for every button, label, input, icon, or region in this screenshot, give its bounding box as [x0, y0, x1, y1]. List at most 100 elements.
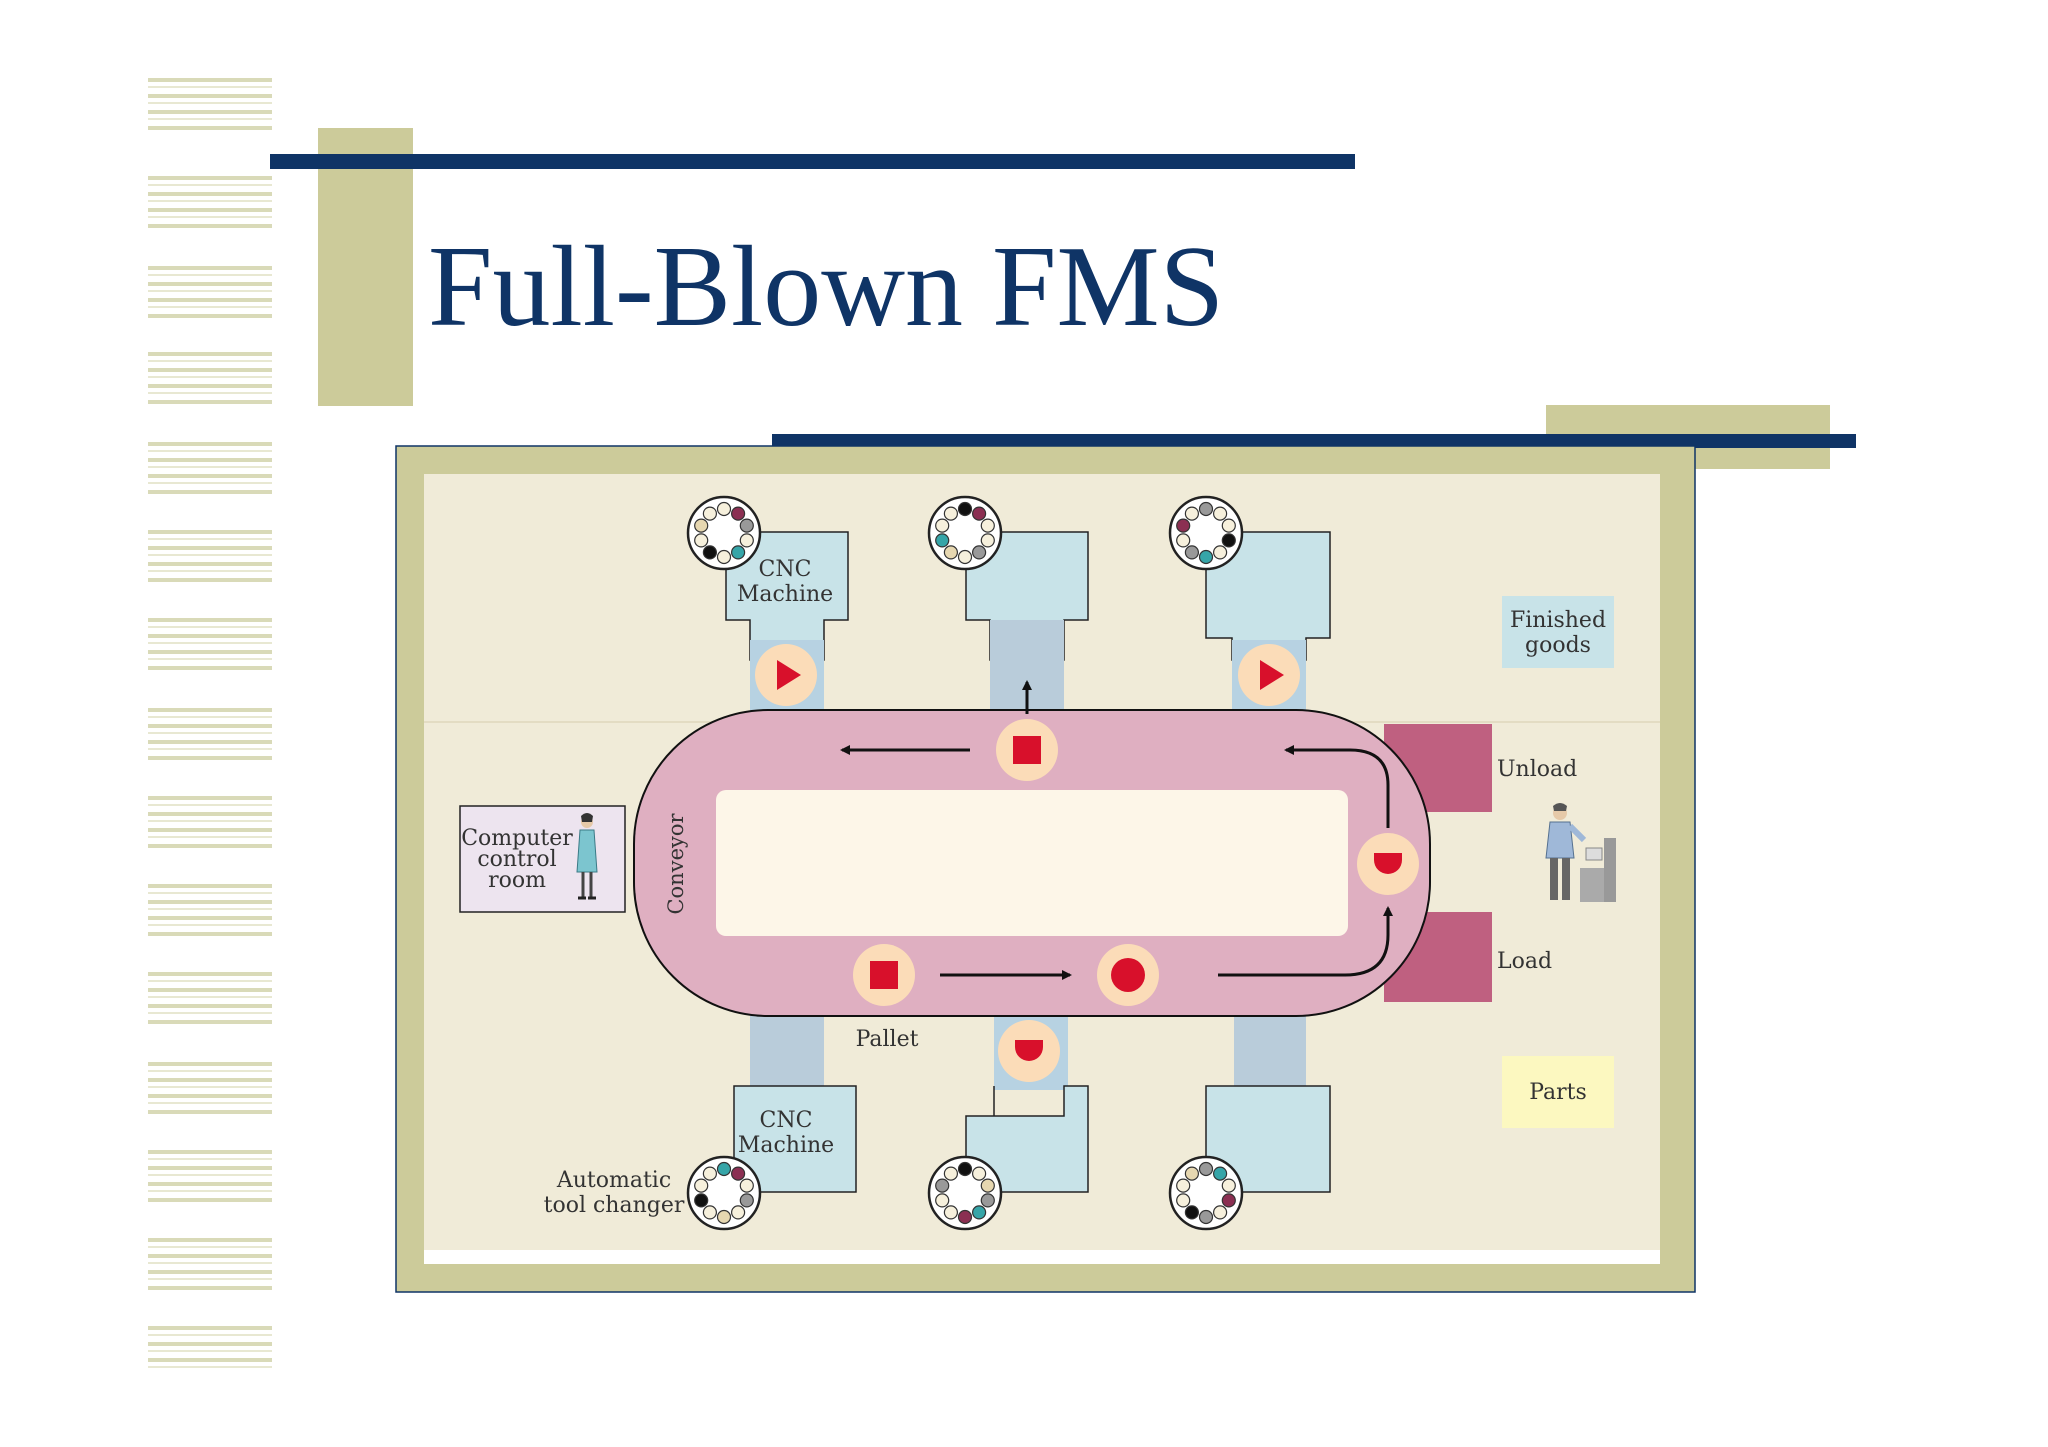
stripe: [148, 626, 272, 628]
stripe: [148, 102, 272, 104]
tool-slot: [980, 533, 995, 548]
tool-slot: [957, 1209, 973, 1225]
cnc-label-line2: Machine: [737, 582, 833, 607]
tool-slot: [935, 1193, 950, 1208]
stripe: [148, 1358, 272, 1362]
stripe: [148, 740, 272, 744]
stripe: [148, 650, 272, 654]
tool-slot: [702, 545, 718, 560]
tool-slot: [730, 1166, 746, 1181]
stripe: [148, 110, 272, 114]
stripe: [148, 908, 272, 910]
stripe: [148, 900, 272, 904]
tool-slot: [739, 1193, 754, 1208]
tool-slot: [1212, 1166, 1228, 1181]
tool-slot: [1221, 1193, 1236, 1208]
tool-slot: [1184, 545, 1200, 560]
tool-slot: [694, 518, 709, 533]
stripe: [148, 756, 272, 760]
stripe: [148, 1350, 272, 1352]
stripe: [148, 126, 272, 130]
tool-slot: [1176, 1178, 1191, 1193]
stripe: [148, 352, 272, 356]
tool-slot: [702, 1205, 718, 1220]
stripe: [148, 554, 272, 556]
stripe: [148, 376, 272, 378]
unload-label: Unload: [1497, 757, 1577, 782]
conveyor-center: [716, 790, 1348, 936]
stripe: [148, 458, 272, 462]
stripe: [148, 828, 272, 832]
title-navy-bar: [270, 154, 1355, 169]
tool-slot: [1184, 1205, 1200, 1220]
tool-slot: [1176, 1193, 1191, 1208]
tool-slot: [730, 545, 746, 560]
tool-slot: [971, 1205, 987, 1220]
tool-changers: [686, 495, 1244, 1231]
stripe: [148, 546, 272, 550]
stripe: [148, 1012, 272, 1014]
tool-slot: [971, 545, 987, 560]
stripe: [148, 658, 272, 660]
stripe: [148, 642, 272, 644]
tool-changer-drum: [1168, 495, 1244, 571]
pallet-conveyor-bottom-mid: [1097, 944, 1159, 1006]
stripe: [148, 892, 272, 894]
tool-changer-label-line1: Automatic: [556, 1168, 671, 1193]
stripe: [148, 1158, 272, 1160]
tool-slot: [980, 1178, 995, 1193]
tool-slot: [716, 1161, 732, 1177]
stripe: [148, 1174, 272, 1176]
tool-slot: [694, 1193, 709, 1208]
shuttle-bottom-3: [1234, 1010, 1306, 1090]
tool-changer-drum: [686, 1155, 762, 1231]
stripe: [148, 1004, 272, 1008]
tool-slot: [716, 1209, 732, 1225]
stripe: [148, 1198, 272, 1202]
stripe: [148, 916, 272, 920]
pallet-top-3: [1238, 644, 1300, 706]
load-label: Load: [1497, 949, 1552, 974]
tool-slot: [1176, 533, 1191, 548]
tool-slot: [702, 1166, 718, 1181]
cnc-machine-top-1: CNC Machine: [725, 531, 849, 661]
stripe: [148, 368, 272, 372]
square-part: [1013, 736, 1041, 764]
stripe: [148, 78, 272, 82]
stripe: [148, 578, 272, 582]
tool-slot: [957, 1161, 973, 1177]
stripe: [148, 1326, 272, 1330]
stripe: [148, 216, 272, 218]
stripe: [148, 1238, 272, 1242]
tool-slot: [694, 1178, 709, 1193]
stripe: [148, 1110, 272, 1114]
parts-label: Parts: [1529, 1080, 1587, 1105]
stripe: [148, 932, 272, 936]
tool-slot: [1212, 545, 1228, 560]
stripe: [148, 266, 272, 270]
tool-slot: [1212, 1205, 1228, 1220]
stripe: [148, 988, 272, 992]
stripe: [148, 538, 272, 540]
stripe: [148, 1062, 272, 1066]
flow-arrows: [840, 680, 1393, 980]
stripe: [148, 724, 272, 728]
tool-slot: [739, 1178, 754, 1193]
stripe: [148, 200, 272, 202]
stripe: [148, 1342, 272, 1346]
parts-area: Parts: [1502, 1056, 1614, 1128]
tool-slot: [971, 1166, 987, 1181]
stripe: [148, 836, 272, 838]
cnc-label-line2: Machine: [738, 1133, 834, 1158]
stripe: [148, 282, 272, 286]
stripe: [148, 306, 272, 308]
stripe: [148, 796, 272, 800]
stripe: [148, 1086, 272, 1088]
finished-goods-label-line1: Finished: [1510, 608, 1606, 633]
tool-slot: [935, 1178, 950, 1193]
triangle-part: [1260, 660, 1284, 690]
stripe: [148, 360, 272, 362]
stripe: [148, 298, 272, 302]
pallet-conveyor-right: [1357, 833, 1419, 895]
stripe: [148, 1270, 272, 1274]
